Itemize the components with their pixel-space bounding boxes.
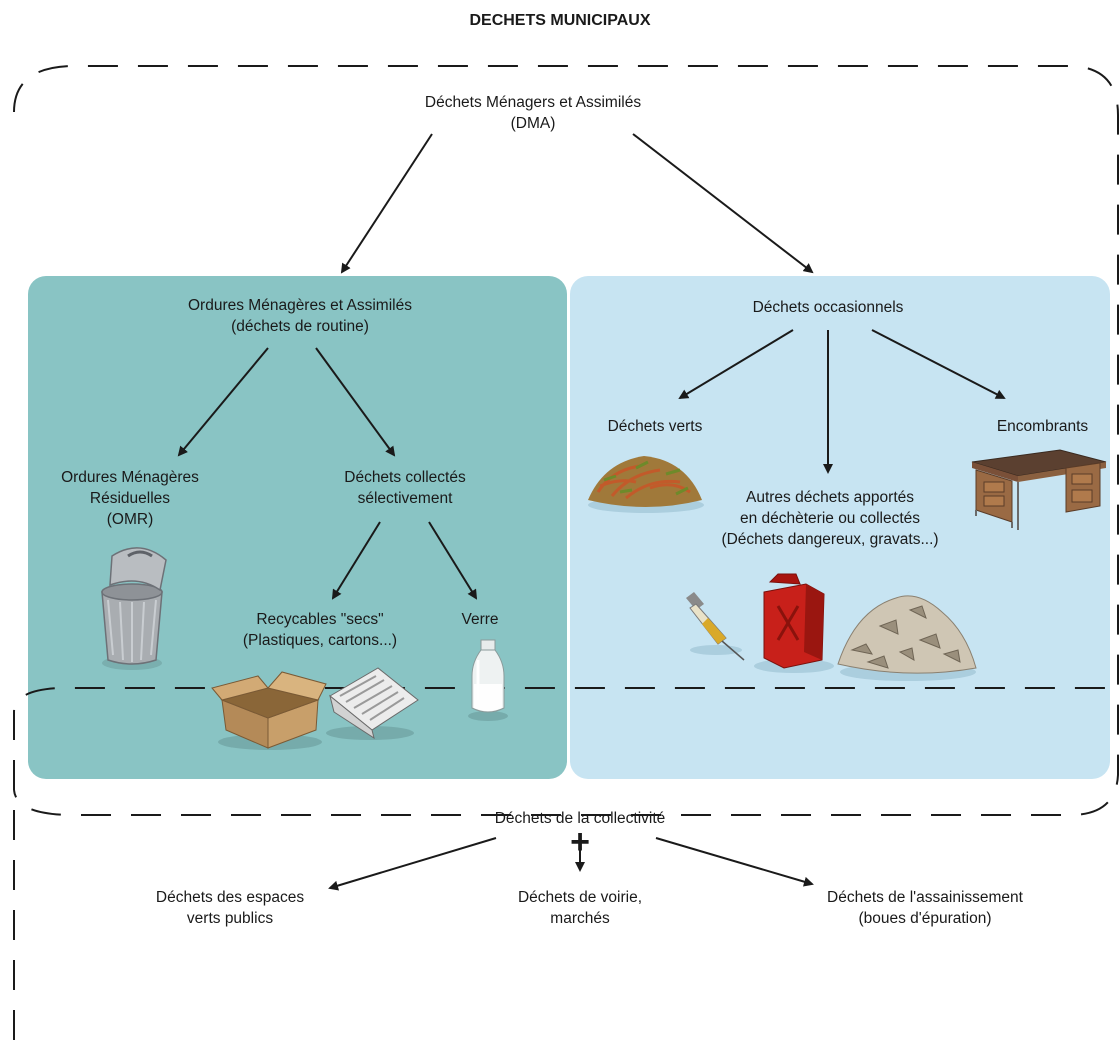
dma-group-border bbox=[13, 65, 1119, 816]
recyclables-label: Recycables "secs" (Plastiques, cartons..… bbox=[220, 609, 420, 651]
desk-icon bbox=[971, 449, 1107, 530]
omr-label-line1: Ordures Ménagères bbox=[61, 469, 199, 486]
occasional-waste-panel bbox=[570, 276, 1110, 779]
roads-label-line1: Déchets de voirie, bbox=[517, 889, 643, 906]
newspaper-icon bbox=[326, 667, 419, 740]
selective-label-line1: Déchets collectés bbox=[344, 469, 466, 486]
syringe-icon bbox=[686, 592, 745, 661]
public-green-label-line1: Déchets des espaces bbox=[155, 889, 305, 906]
arrow-community-to-public-green bbox=[328, 837, 497, 891]
public-green-label-line2: verts publics bbox=[186, 910, 274, 927]
occasional-label: Déchets occasionnels bbox=[752, 299, 904, 316]
roads-label-line2: marchés bbox=[550, 910, 610, 927]
arrow-oma-to-selective bbox=[315, 347, 396, 457]
arrow-oma-to-omr bbox=[177, 347, 269, 457]
other-waste-label-line1: Autres déchets apportés bbox=[745, 489, 915, 506]
rubble-pile-icon bbox=[837, 595, 977, 681]
oma-label: Ordures Ménagères et Assimilés (déchets … bbox=[150, 295, 450, 337]
trash-can-icon bbox=[101, 547, 167, 670]
selective-label-line2: sélectivement bbox=[357, 490, 453, 507]
sanitation-label-line2: (boues d'épuration) bbox=[858, 910, 992, 927]
sanitation-label: Déchets de l'assainissement (boues d'épu… bbox=[810, 887, 1040, 929]
oma-label-line2: (déchets de routine) bbox=[231, 318, 369, 335]
glass-label: Verre bbox=[461, 611, 499, 628]
community-group-border bbox=[13, 687, 1118, 1040]
recyclables-label-line1: Recycables "secs" bbox=[256, 611, 384, 628]
omr-label-line3: (OMR) bbox=[106, 511, 154, 528]
green-waste-label: Déchets verts bbox=[607, 418, 703, 435]
oma-label-line1: Ordures Ménagères et Assimilés bbox=[188, 297, 412, 314]
glass-bottle-icon bbox=[468, 639, 508, 721]
omr-label-line2: Résiduelles bbox=[89, 490, 171, 507]
arrow-selective-to-recyclables bbox=[331, 521, 381, 600]
leaf-pile-icon bbox=[588, 456, 704, 513]
dma-label-line2: (DMA) bbox=[510, 115, 556, 132]
other-waste-label-line2: en déchèterie ou collectés bbox=[739, 510, 921, 527]
arrow-selective-to-glass bbox=[428, 521, 478, 600]
selective-label: Déchets collectés sélectivement bbox=[315, 467, 495, 509]
jerrycan-icon bbox=[754, 573, 834, 673]
dma-label-line1: Déchets Ménagers et Assimilés bbox=[424, 94, 642, 111]
arrow-dma-to-oma bbox=[340, 133, 433, 274]
dma-label: Déchets Ménagers et Assimilés (DMA) bbox=[400, 92, 666, 134]
community-label: Déchets de la collectivité bbox=[494, 810, 666, 827]
arrow-dma-to-occasional bbox=[632, 133, 814, 274]
arrow-community-to-sanitation bbox=[655, 837, 814, 887]
recyclables-label-line2: (Plastiques, cartons...) bbox=[242, 632, 398, 649]
bulky-label: Encombrants bbox=[996, 418, 1089, 435]
other-waste-label: Autres déchets apportés en déchèterie ou… bbox=[700, 487, 960, 550]
omr-label: Ordures Ménagères Résiduelles (OMR) bbox=[40, 467, 220, 530]
roads-label: Déchets de voirie, marchés bbox=[490, 887, 670, 929]
sanitation-label-line1: Déchets de l'assainissement bbox=[827, 889, 1023, 906]
diagram-title: DECHETS MUNICIPAUX bbox=[469, 12, 651, 29]
other-waste-label-line3: (Déchets dangereux, gravats...) bbox=[721, 531, 939, 548]
public-green-label: Déchets des espaces verts publics bbox=[130, 887, 330, 929]
plus-sign: + bbox=[570, 823, 590, 861]
arrow-occasional-to-green bbox=[678, 329, 794, 400]
arrow-occasional-to-bulky bbox=[871, 329, 1006, 399]
cardboard-box-icon bbox=[211, 671, 327, 750]
